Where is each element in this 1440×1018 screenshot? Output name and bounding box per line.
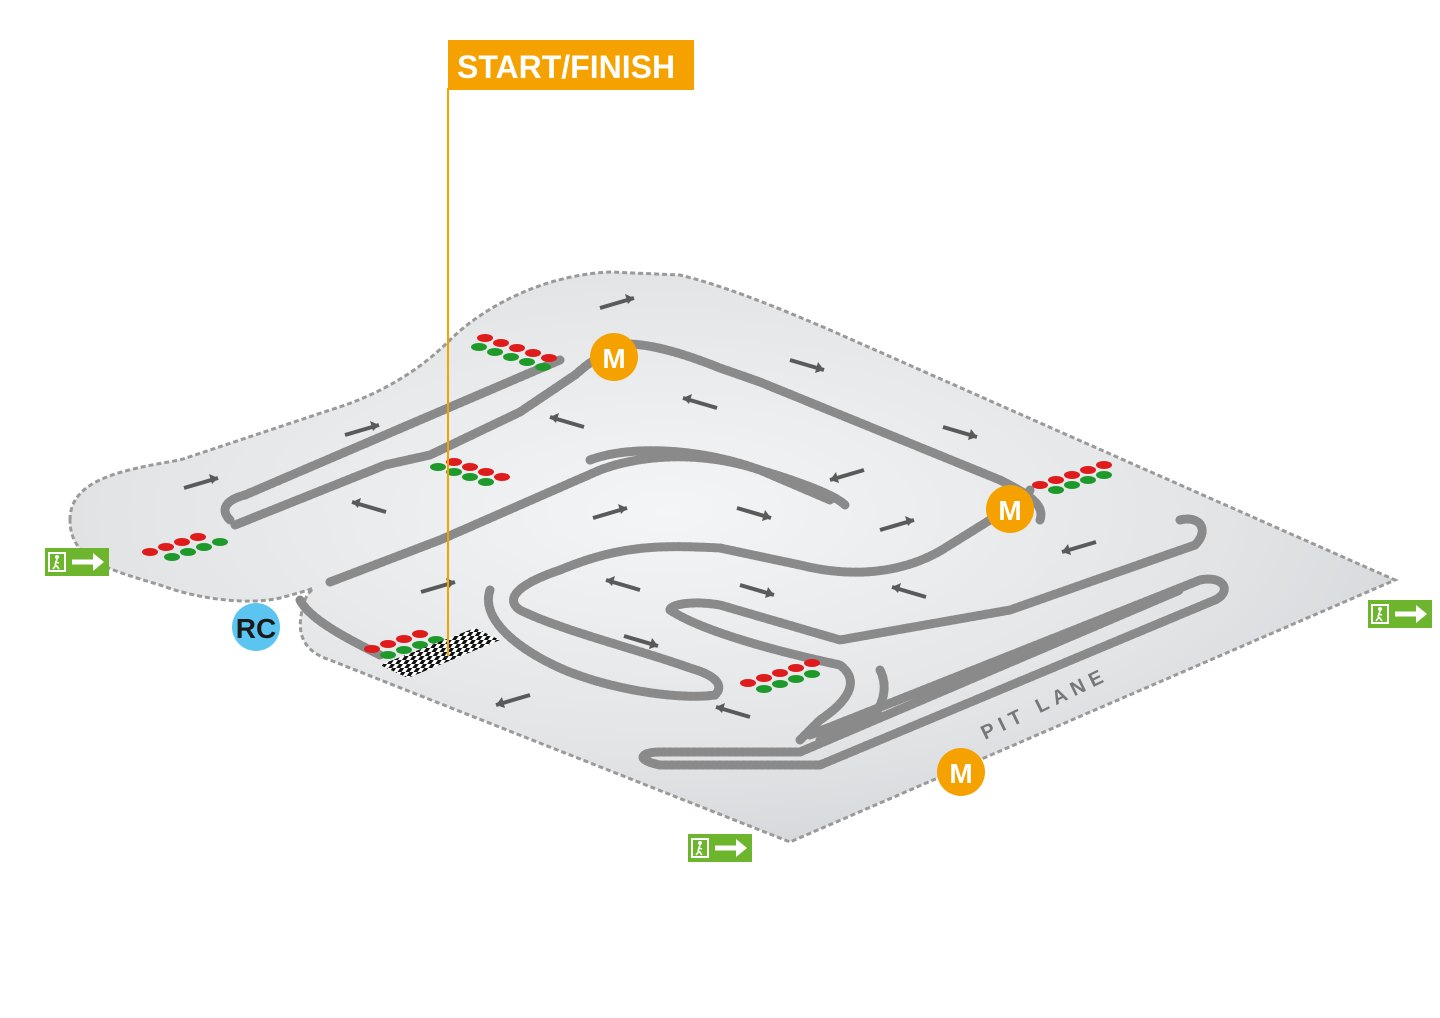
marshal-post-east: M <box>986 485 1034 533</box>
emergency-exit-icon <box>691 838 709 858</box>
marshal-post-north: M <box>590 333 638 381</box>
marshal-post-label: M <box>602 343 625 374</box>
arrow-right-icon <box>72 553 104 571</box>
race-control-marker: RC <box>232 603 280 651</box>
marshal-post-label: M <box>998 495 1021 526</box>
emergency-exit-icon <box>48 552 66 572</box>
exit-sign-south <box>688 834 752 862</box>
start-finish-label: START/FINISH <box>457 49 675 85</box>
start-finish-label-box <box>448 40 694 90</box>
marshal-post-label: M <box>949 758 972 789</box>
exit-sign-west <box>45 548 109 576</box>
arrow-right-icon <box>1395 605 1427 623</box>
arrow-right-icon <box>715 839 747 857</box>
track-surface <box>68 270 1399 844</box>
marshal-post-south: M <box>937 748 985 796</box>
barrier-left-hairpin <box>220 355 565 525</box>
exit-sign-east <box>1368 600 1432 628</box>
checkered-start-line <box>380 628 500 678</box>
signal-lights <box>142 334 1112 693</box>
emergency-exit-icon <box>1371 604 1389 624</box>
race-control-label: RC <box>236 613 276 644</box>
